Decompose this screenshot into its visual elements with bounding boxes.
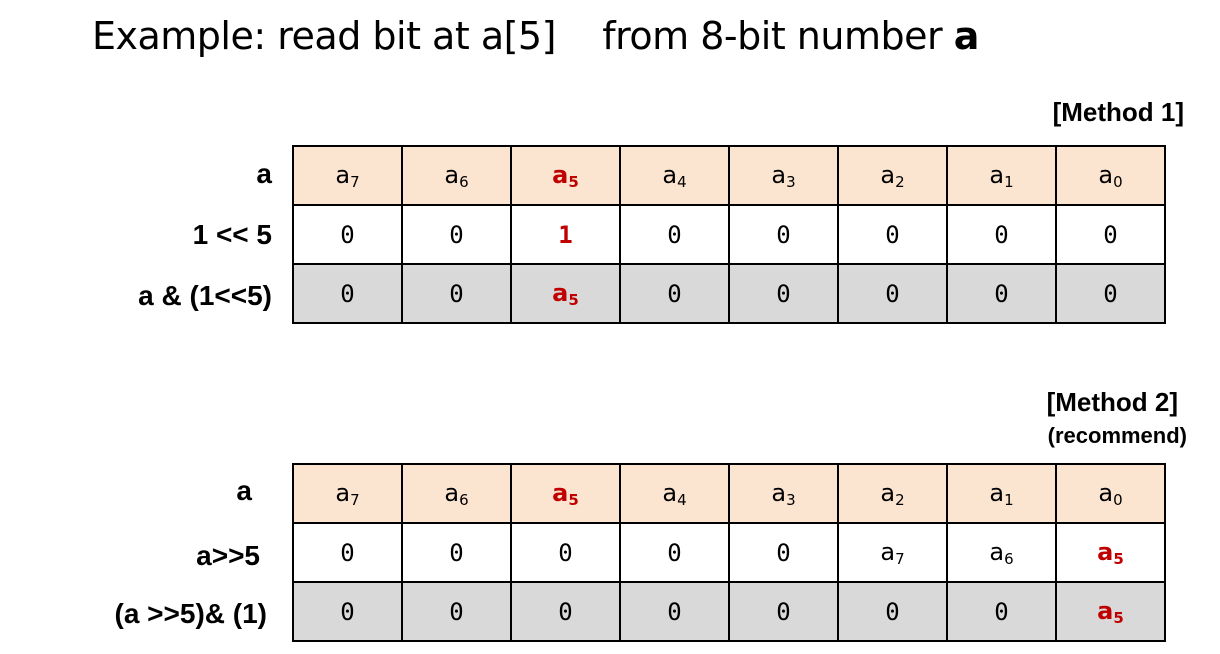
bit-cell: 0 [510,581,621,642]
method2-row-label-mask: (a >>5)& (1) [114,598,268,629]
bit-symbol: a6 [989,537,1014,568]
bit-symbol: a6 [444,160,469,191]
bit-symbol: a3 [771,478,796,509]
bit-cell: a3 [728,145,839,206]
bit-cell: 0 [946,263,1057,324]
bit-cell: 0 [619,581,730,642]
bit-cell: a6 [946,522,1057,583]
bit-cell: 0 [728,581,839,642]
method2-row-label-shift: a>>5 [196,540,260,571]
bit-symbol: a7 [335,478,360,509]
bit-cell: 0 [401,522,512,583]
title-text: Example: read bit at a[5] from 8-bit num… [92,14,954,58]
method2-label: [Method 2] [1046,387,1178,417]
bit-cell: 0 [728,522,839,583]
bit-cell: a0 [1055,463,1166,524]
bit-cell: 0 [1055,204,1166,265]
title-variable: a [953,14,980,58]
bit-symbol: a5 [552,278,579,309]
method1-row-label-a: a [256,158,272,189]
bit-cell: a1 [946,463,1057,524]
bit-cell: 0 [619,522,730,583]
bit-symbol: a7 [335,160,360,191]
bit-cell: 0 [619,204,730,265]
bit-cell: a4 [619,145,730,206]
bit-symbol: a4 [662,478,687,509]
bit-cell: 0 [401,204,512,265]
bit-symbol: a1 [989,160,1014,191]
bit-cell: a5 [1055,581,1166,642]
bit-cell: a1 [946,145,1057,206]
page-title: Example: read bit at a[5] from 8-bit num… [92,14,979,58]
bit-cell: a7 [292,463,403,524]
bit-symbol: a5 [552,478,579,509]
bit-cell: 0 [837,204,948,265]
bit-cell: 0 [837,581,948,642]
bit-symbol: a3 [771,160,796,191]
bit-symbol: a0 [1098,160,1123,191]
bit-cell: a7 [292,145,403,206]
bit-cell: a7 [837,522,948,583]
bit-cell: 0 [292,263,403,324]
bit-cell: a5 [1055,522,1166,583]
bit-cell: 0 [728,263,839,324]
bit-symbol: a0 [1098,478,1123,509]
bit-symbol: a1 [989,478,1014,509]
method2-row-label-a: a [236,475,252,506]
bit-cell: 0 [292,581,403,642]
method1-row-label-and: a & (1<<5) [138,280,272,311]
bit-cell: a0 [1055,145,1166,206]
bit-cell: a6 [401,463,512,524]
bit-cell: a5 [510,463,621,524]
bit-cell: 0 [946,204,1057,265]
bit-cell: a6 [401,145,512,206]
bit-cell: a2 [837,145,948,206]
bit-cell: 0 [510,522,621,583]
method1-row: a7 a6 a5 a4 a3 a2 a1 a0 [292,145,1166,206]
method2-sublabel: (recommend) [1047,423,1187,448]
bit-cell: 0 [837,263,948,324]
bit-symbol: a2 [880,160,905,191]
bit-symbol: a5 [1097,537,1124,568]
method1-row-label-shift: 1 << 5 [192,219,272,250]
bit-cell: 1 [510,204,621,265]
bit-cell: 0 [292,522,403,583]
method1-label: [Method 1] [1052,97,1184,127]
bit-cell: a4 [619,463,730,524]
bit-cell: a5 [510,263,621,324]
bit-symbol: a2 [880,478,905,509]
bit-cell: a3 [728,463,839,524]
bit-cell: 0 [1055,263,1166,324]
bit-symbol: a6 [444,478,469,509]
bit-cell: 0 [401,263,512,324]
bit-symbol: a5 [1097,596,1124,627]
bit-symbol: a7 [880,537,905,568]
bit-symbol: a4 [662,160,687,191]
method2-row: a7 a6 a5 a4 a3 a2 a1 a0 [292,463,1166,524]
bit-cell: 0 [292,204,403,265]
bit-symbol: a5 [552,160,579,191]
bit-cell: a5 [510,145,621,206]
bit-cell: 0 [401,581,512,642]
bit-cell: 0 [619,263,730,324]
bit-cell: a2 [837,463,948,524]
bit-cell: 0 [728,204,839,265]
bit-cell: 0 [946,581,1057,642]
